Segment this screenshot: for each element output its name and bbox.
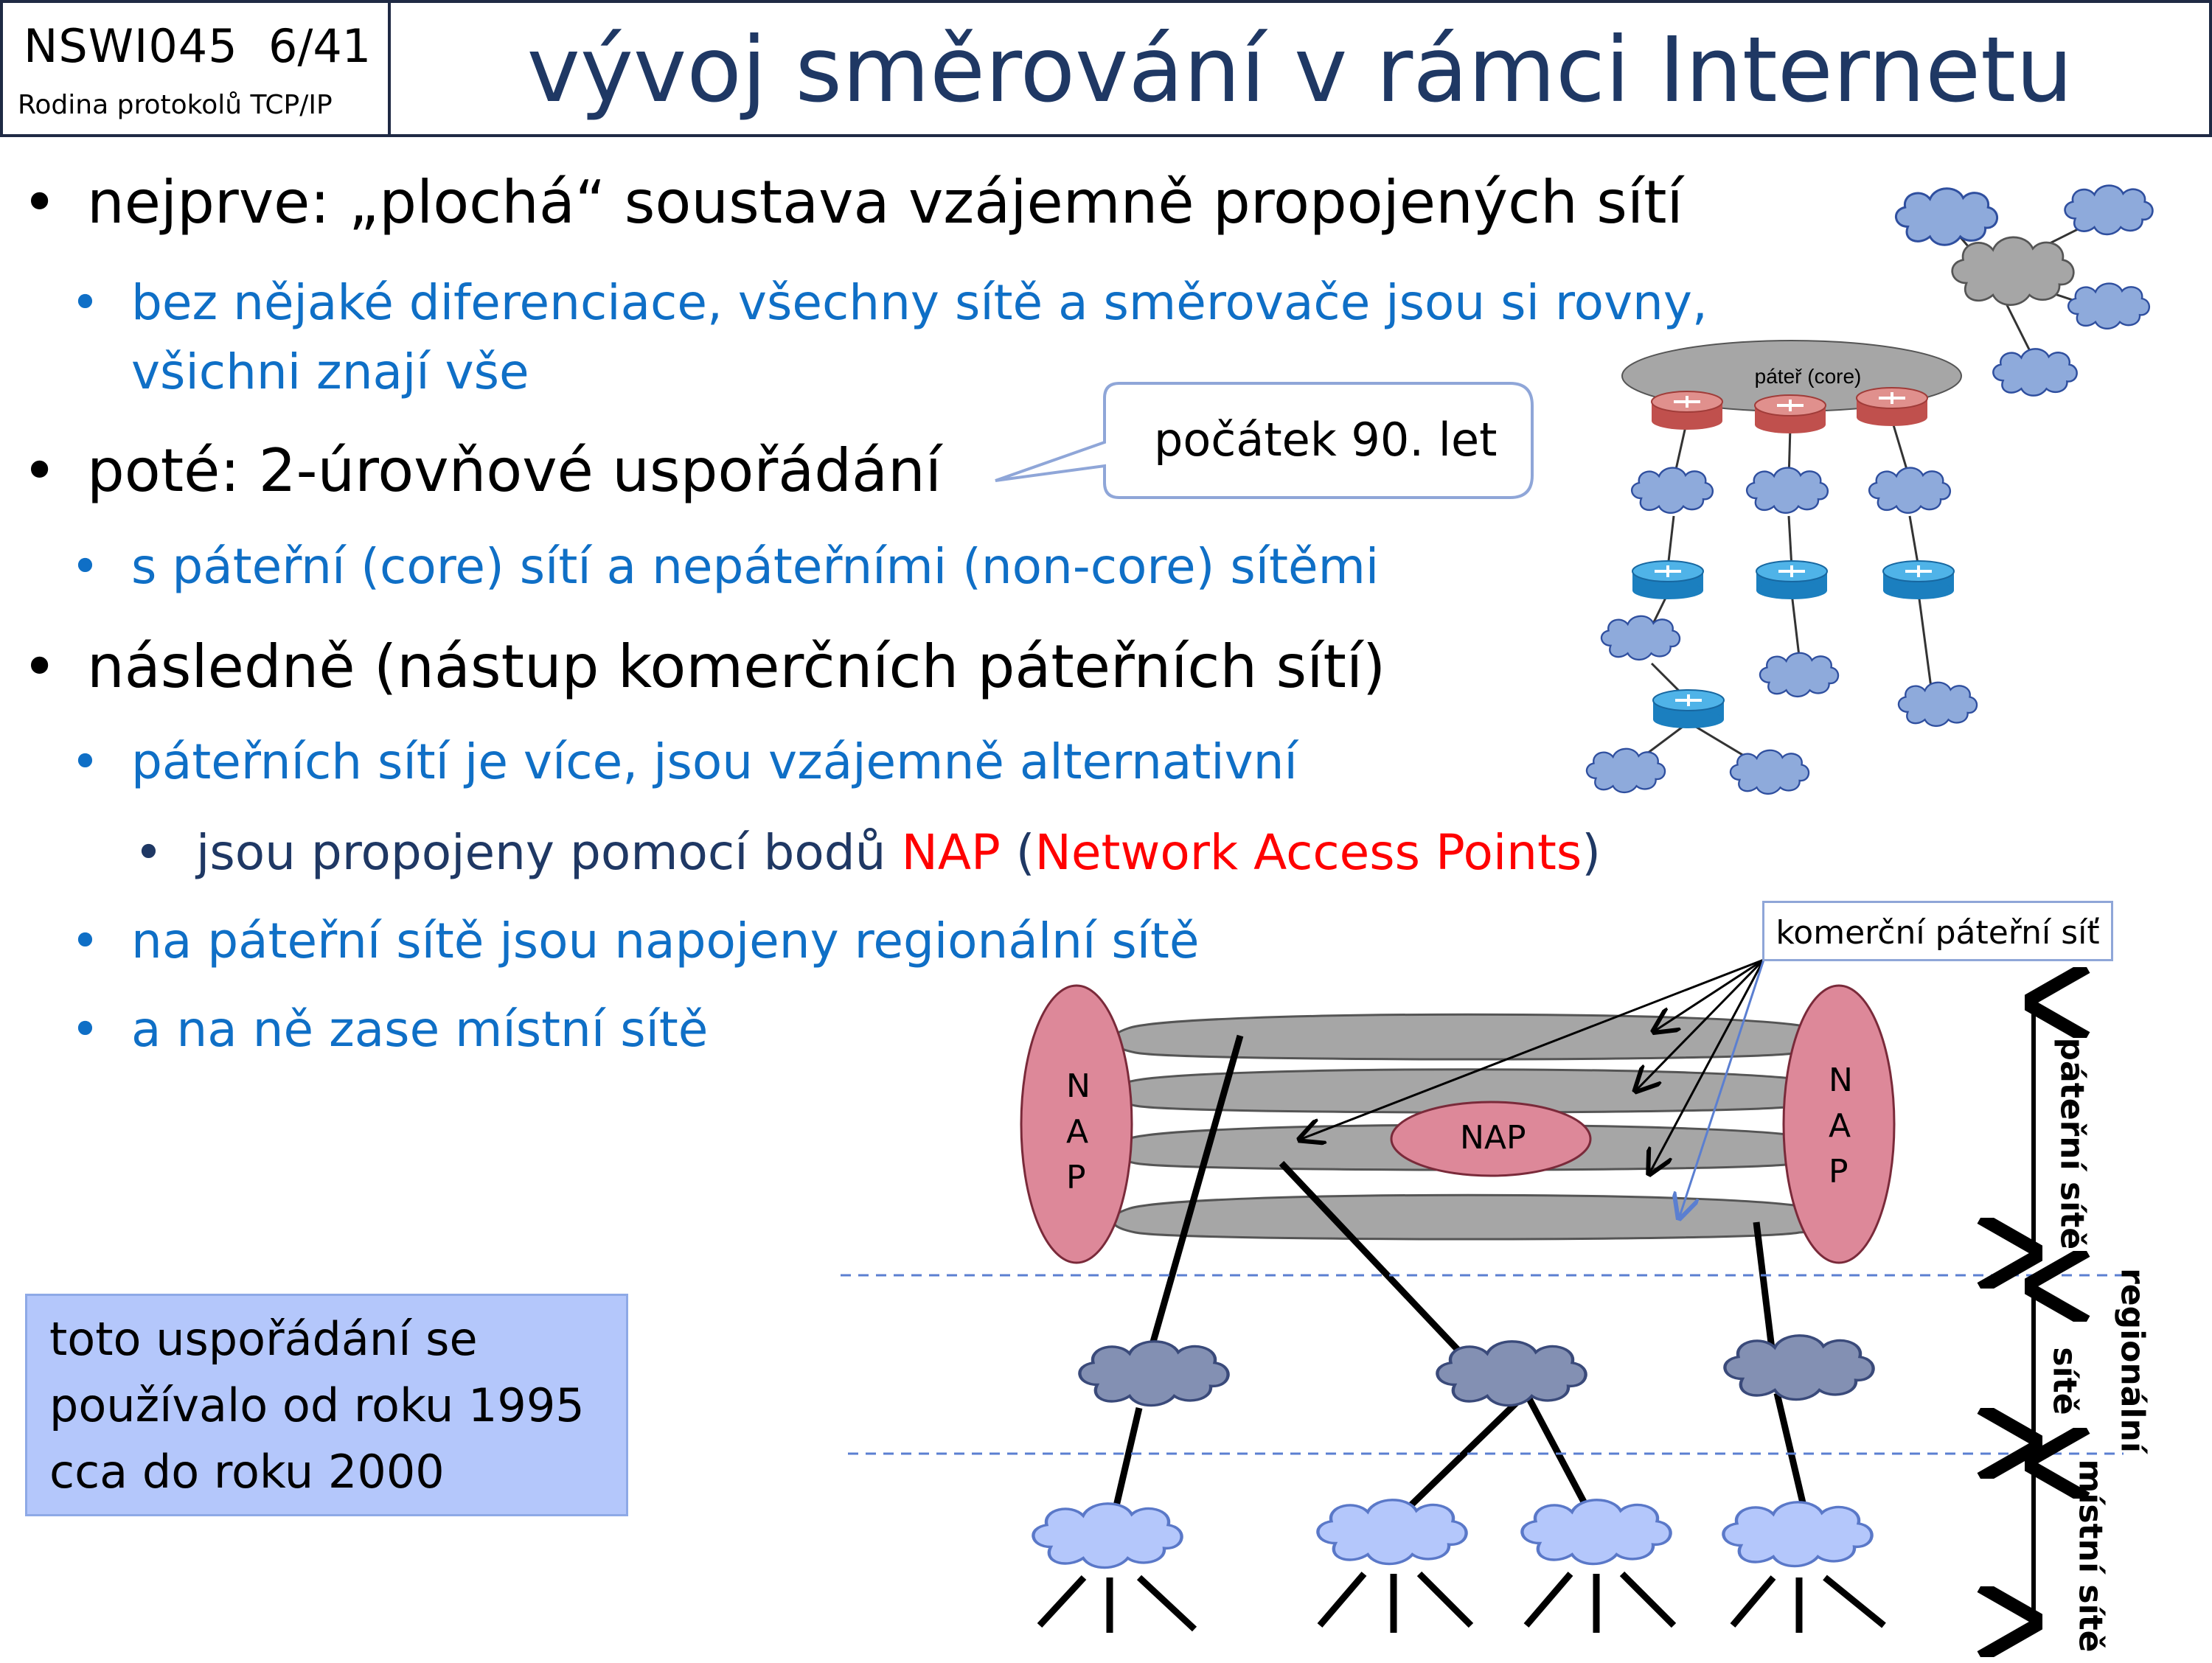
bullet-dot: • bbox=[71, 1001, 100, 1058]
nap-full-name: Network Access Points bbox=[1034, 824, 1582, 881]
bullet-regional: na páteřní sítě jsou napojeny regionální… bbox=[131, 913, 1200, 969]
cloud-icon bbox=[1759, 652, 1840, 698]
commercial-backbone-label: komerční páteřní síť bbox=[1762, 901, 2113, 961]
nap-paren-close: ) bbox=[1582, 824, 1601, 881]
label-regional-networks-2: sítě bbox=[2045, 1347, 2084, 1415]
slide-number: 6/41 bbox=[268, 19, 372, 73]
local-cloud-icon bbox=[1033, 1504, 1181, 1568]
core-label: páteř (core) bbox=[1755, 365, 1862, 388]
note-line: cca do roku 2000 bbox=[49, 1445, 445, 1499]
regional-cloud-icon bbox=[1079, 1342, 1228, 1406]
nap-left-letter: N bbox=[1066, 1067, 1091, 1105]
label-regional-networks-1: regionální bbox=[2113, 1268, 2152, 1453]
bullet-core-noncore: s páteřní (core) sítí a nepáteřními (non… bbox=[131, 538, 1380, 595]
nap-center-label: NAP bbox=[1460, 1119, 1526, 1157]
local-cloud-icon bbox=[1318, 1500, 1466, 1564]
cloud-icon bbox=[1868, 467, 1952, 514]
nap-left-shape bbox=[1020, 984, 1133, 1264]
bullet-dot: • bbox=[71, 733, 100, 790]
note-line: používalo od roku 1995 bbox=[49, 1378, 585, 1432]
bullet-no-differentiation-cont: všichni znají vše bbox=[131, 344, 529, 400]
course-name: Rodina protokolů TCP/IP bbox=[18, 90, 333, 120]
note-box: toto uspořádání se používalo od roku 199… bbox=[25, 1294, 628, 1516]
cloud-icon bbox=[1600, 615, 1681, 661]
core-diagram: páteř (core) bbox=[1585, 340, 1978, 795]
router-icon bbox=[1755, 559, 1829, 601]
cloud-icon bbox=[1951, 236, 2075, 307]
nap-right-shape bbox=[1782, 984, 1896, 1264]
nap-abbr: NAP bbox=[901, 824, 1001, 881]
bullet-dot: • bbox=[22, 632, 58, 701]
header-course-box: NSWI045 6/41 Rodina protokolů TCP/IP bbox=[0, 0, 391, 137]
router-icon bbox=[1753, 394, 1827, 435]
bullet-no-differentiation: bez nějaké diferenciace, všechny sítě a … bbox=[131, 274, 1708, 331]
cloud-icon bbox=[1585, 747, 1666, 794]
cloud-icon bbox=[1729, 749, 1810, 795]
nap-left-letter: A bbox=[1066, 1113, 1089, 1151]
bullet-two-level: poté: 2-úrovňové uspořádání bbox=[87, 436, 942, 505]
cloud-icon bbox=[1897, 681, 1978, 728]
nap-paren-open: ( bbox=[1000, 824, 1035, 881]
router-icon bbox=[1882, 559, 1955, 601]
bullet-dot: • bbox=[71, 274, 100, 331]
label-backbone-networks: páteřní sítě bbox=[2053, 1037, 2091, 1250]
commercial-backbone-diagram bbox=[841, 958, 2124, 1633]
bullet-dot: • bbox=[71, 913, 100, 969]
cloud-icon bbox=[1630, 467, 1714, 514]
callout-text: počátek 90. let bbox=[1154, 413, 1498, 467]
router-icon bbox=[1631, 559, 1705, 601]
bullet-commercial: následně (nástup komerčních páteřních sí… bbox=[87, 632, 1386, 701]
callout-bubble bbox=[995, 382, 1534, 499]
bullet-dot: • bbox=[22, 168, 58, 237]
bullet-dot: • bbox=[22, 436, 58, 505]
flat-network-diagram bbox=[1894, 184, 2154, 397]
regional-cloud-icon bbox=[1437, 1342, 1585, 1406]
course-code: NSWI045 bbox=[24, 19, 238, 73]
local-cloud-icon bbox=[1723, 1502, 1871, 1566]
nap-center-shape bbox=[1390, 1101, 1592, 1177]
bullet-flat-network: nejprve: „plochá“ soustava vzájemně prop… bbox=[87, 168, 1683, 237]
title-box: vývoj směrování v rámci Internetu bbox=[391, 0, 2212, 137]
bullet-dot: • bbox=[71, 538, 100, 595]
nap-text-pre: jsou propojeny pomocí bodů bbox=[196, 824, 902, 881]
cloud-icon bbox=[2067, 282, 2151, 330]
local-cloud-icon bbox=[1522, 1500, 1670, 1564]
cloud-icon bbox=[2064, 184, 2154, 236]
bullet-dot: • bbox=[134, 824, 163, 881]
nap-left-letter: P bbox=[1066, 1159, 1086, 1196]
bullet-nap: jsou propojeny pomocí bodů NAP (Network … bbox=[196, 824, 1601, 881]
nap-right-letter: N bbox=[1829, 1061, 1853, 1099]
slide-title: vývoj směrování v rámci Internetu bbox=[526, 18, 2073, 122]
note-line: toto uspořádání se bbox=[49, 1312, 478, 1366]
nap-right-letter: P bbox=[1829, 1153, 1848, 1190]
bullet-local: a na ně zase místní sítě bbox=[131, 1001, 709, 1058]
router-icon bbox=[1855, 386, 1929, 428]
cloud-icon bbox=[1992, 348, 2078, 397]
regional-cloud-icon bbox=[1725, 1336, 1873, 1400]
cloud-icon bbox=[1745, 467, 1829, 514]
nap-right-letter: A bbox=[1829, 1107, 1851, 1145]
cloud-icon bbox=[1894, 187, 1999, 246]
router-icon bbox=[1652, 688, 1725, 730]
label-local-networks: místní sítě bbox=[2071, 1459, 2110, 1653]
bullet-multiple-backbones: páteřních sítí je více, jsou vzájemně al… bbox=[131, 733, 1298, 790]
router-icon bbox=[1650, 390, 1724, 431]
